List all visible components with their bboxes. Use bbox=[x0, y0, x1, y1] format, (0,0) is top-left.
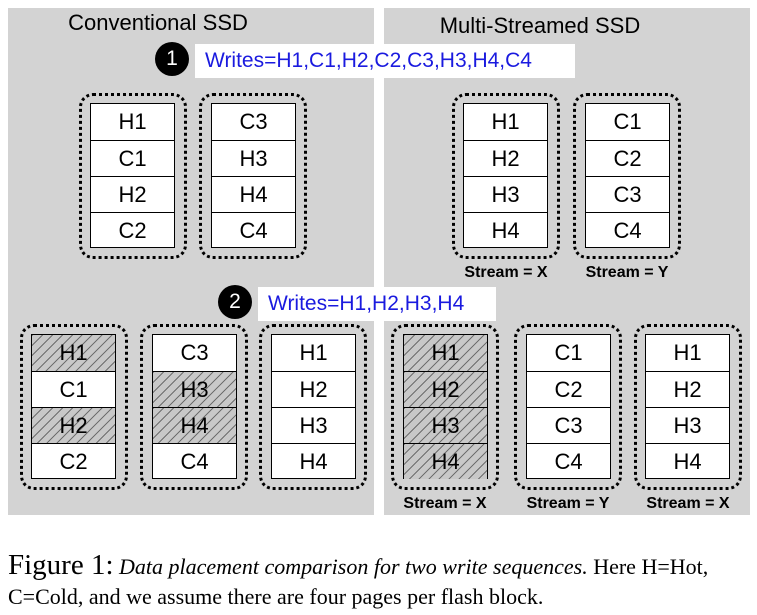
page-cell: C4 bbox=[586, 212, 669, 248]
page-cell: C4 bbox=[527, 443, 610, 479]
page-cell-invalid: H3 bbox=[153, 371, 236, 407]
conventional-ssd-title: Conventional SSD bbox=[68, 10, 248, 35]
flash-block bbox=[452, 93, 560, 259]
page-cell: C3 bbox=[239, 109, 268, 134]
page-cell: C1 bbox=[91, 140, 174, 176]
flash-block bbox=[634, 324, 742, 490]
page-cell-invalid: H2 bbox=[404, 371, 487, 407]
flash-block bbox=[20, 324, 128, 490]
page-cell-invalid: H1 bbox=[404, 335, 487, 371]
flash-block-pages: C3 H3 H4 C4 bbox=[211, 103, 296, 248]
flash-block bbox=[259, 324, 367, 490]
flash-block-pages: H1 C1 H2 C2 bbox=[31, 334, 116, 479]
stream-label: Stream = X bbox=[464, 264, 548, 281]
flash-block bbox=[514, 324, 622, 490]
page-cell: H4 bbox=[646, 443, 729, 479]
flash-block bbox=[391, 324, 499, 490]
flash-block-pages: H1 H2 H3 H4 bbox=[403, 334, 488, 479]
page-cell: C2 bbox=[586, 140, 669, 176]
page-cell: H4 bbox=[464, 212, 547, 248]
page-cell: C3 bbox=[527, 407, 610, 443]
flash-block bbox=[140, 324, 248, 490]
stream-label: Stream = Y bbox=[585, 264, 669, 281]
stream-label: Stream = X bbox=[403, 495, 487, 512]
page-cell: H2 bbox=[91, 176, 174, 212]
page-cell: H2 bbox=[272, 371, 355, 407]
figure-caption: Figure 1: Data placement comparison for … bbox=[8, 550, 753, 612]
page-cell: C1 bbox=[32, 371, 115, 407]
page-cell: H2 bbox=[646, 371, 729, 407]
step-1-writes: Writes=H1,C1,H2,C2,C3,H3,H4,C4 bbox=[195, 44, 575, 78]
step-2-writes: Writes=H1,H2,H3,H4 bbox=[258, 287, 496, 321]
page-cell: H1 bbox=[491, 109, 520, 134]
stream-label: Stream = Y bbox=[526, 495, 610, 512]
page-cell-invalid: H1 bbox=[32, 335, 115, 371]
page-cell: H4 bbox=[272, 443, 355, 479]
flash-block-pages: H1 C1 H2 C2 bbox=[90, 103, 175, 248]
caption-lead: Figure 1: bbox=[8, 549, 114, 581]
flash-block-pages: C1 C2 C3 C4 bbox=[585, 103, 670, 248]
stream-label: Stream = X bbox=[646, 495, 730, 512]
page-cell: C4 bbox=[153, 443, 236, 479]
flash-block-pages: C3 H3 H4 C4 bbox=[152, 334, 237, 479]
multi-streamed-ssd-title: Multi-Streamed SSD bbox=[439, 13, 641, 38]
page-cell: H2 bbox=[464, 140, 547, 176]
page-cell: C4 bbox=[212, 212, 295, 248]
page-cell: C1 bbox=[554, 340, 583, 365]
page-cell: H1 bbox=[299, 340, 328, 365]
page-cell: H1 bbox=[673, 340, 702, 365]
page-cell: C1 bbox=[613, 109, 642, 134]
page-cell: C2 bbox=[91, 212, 174, 248]
caption-rest: Here H=Hot, C=Cold, and we assume there … bbox=[8, 554, 709, 609]
step-2-marker: 2 bbox=[218, 285, 252, 319]
page-cell: H1 bbox=[118, 109, 147, 134]
caption-italic: Data placement comparison for two write … bbox=[119, 554, 588, 579]
flash-block bbox=[199, 93, 307, 259]
page-cell: C2 bbox=[32, 443, 115, 479]
flash-block-pages: C1 C2 C3 C4 bbox=[526, 334, 611, 479]
flash-block bbox=[573, 93, 681, 259]
page-cell: C3 bbox=[180, 340, 209, 365]
page-cell-invalid: H3 bbox=[404, 407, 487, 443]
page-cell: C3 bbox=[586, 176, 669, 212]
page-cell: H3 bbox=[646, 407, 729, 443]
flash-block-pages: H1 H2 H3 H4 bbox=[463, 103, 548, 248]
page-cell-invalid: H2 bbox=[32, 407, 115, 443]
page-cell: H4 bbox=[212, 176, 295, 212]
page-cell: H3 bbox=[212, 140, 295, 176]
page-cell-invalid: H4 bbox=[404, 443, 487, 479]
page-cell: H3 bbox=[464, 176, 547, 212]
page-cell: C2 bbox=[527, 371, 610, 407]
flash-block-pages: H1 H2 H3 H4 bbox=[271, 334, 356, 479]
page-cell-invalid: H4 bbox=[153, 407, 236, 443]
page-cell: H3 bbox=[272, 407, 355, 443]
flash-block-pages: H1 H2 H3 H4 bbox=[645, 334, 730, 479]
step-1-marker: 1 bbox=[155, 42, 189, 76]
flash-block bbox=[79, 93, 187, 259]
